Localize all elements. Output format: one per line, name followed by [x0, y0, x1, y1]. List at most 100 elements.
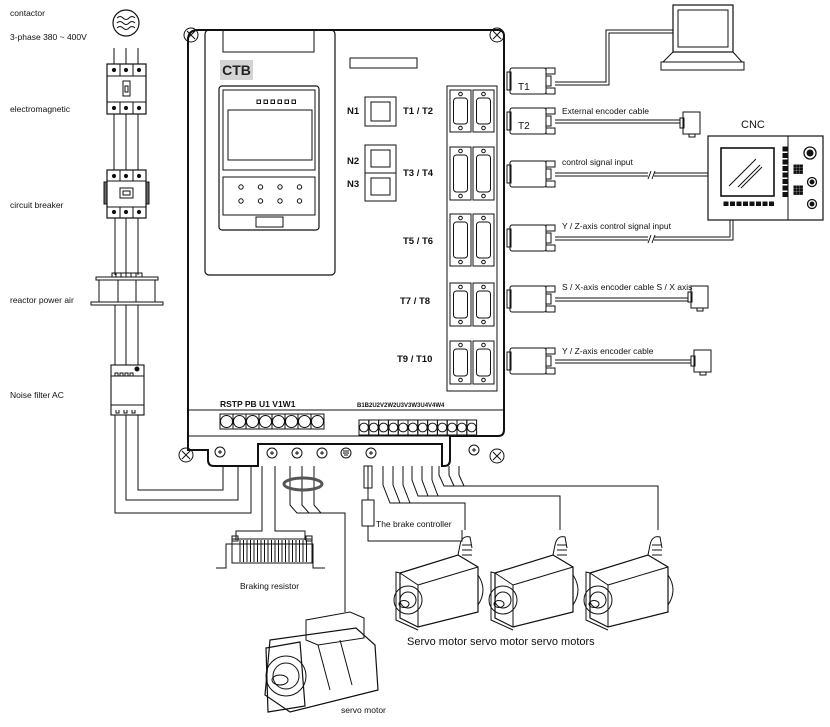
- terminal-slot: [436, 419, 448, 436]
- terminal-slot: [378, 419, 389, 436]
- cnc-bottom-key: [749, 201, 755, 206]
- cnc-side-key: [782, 172, 788, 178]
- terminal-slot: [284, 413, 299, 430]
- circuit-breaker-icon: [103, 169, 150, 219]
- brake-controller-label: The brake controller: [376, 519, 452, 529]
- main-terminal-block: [219, 413, 325, 430]
- ac-source-icon: [112, 9, 140, 37]
- main-terminal-label: RSTP PB U1 V1W1: [220, 399, 296, 409]
- cnc-bottom-key: [743, 201, 748, 206]
- braking-resistor-label: Braking resistor: [240, 581, 300, 591]
- cnc-keypad-dot: [793, 164, 797, 168]
- axis-servo-motors: [393, 536, 674, 631]
- electromagnetic-contactor-icon: [106, 63, 147, 115]
- cnc-side-key: [782, 179, 788, 184]
- terminal-slot: [368, 419, 380, 436]
- terminal-slot: [258, 413, 273, 430]
- cnc-side-key: [782, 185, 788, 191]
- port-n2-label: N2: [347, 156, 360, 167]
- status-led: [263, 99, 268, 104]
- keypad-button: [257, 198, 264, 204]
- wires-breaker-to-reactor: [114, 218, 139, 275]
- cnc-label: CNC: [741, 119, 765, 131]
- port-t7-t8-label: T7 / T8: [400, 296, 431, 307]
- terminal-slot: [271, 413, 286, 430]
- port-t5-t6-label: T5 / T6: [403, 236, 434, 247]
- db-port: [449, 213, 472, 267]
- status-led: [284, 99, 289, 104]
- terminal-slot: [232, 413, 247, 430]
- status-led: [291, 99, 296, 104]
- keypad-button: [238, 184, 244, 190]
- wires-reactor-to-filter: [114, 305, 139, 365]
- cnc-keypad-dot: [799, 170, 803, 174]
- db-plug: [506, 107, 680, 135]
- cnc-side-key: [782, 153, 788, 158]
- electromagnetic-label: electromagnetic: [10, 104, 71, 114]
- cnc-keypad-dot: [796, 170, 800, 174]
- servo-motors-label: Servo motor servo motor servo motors: [407, 636, 595, 648]
- terminal-slot: [407, 419, 419, 436]
- status-led: [277, 99, 282, 104]
- cnc-keypad-dot: [796, 167, 800, 171]
- cnc-keypad-dot: [796, 188, 800, 192]
- servo-drive-body: [187, 29, 505, 467]
- reactor-icon: [90, 272, 164, 306]
- status-led: [256, 99, 261, 104]
- ground-terminals: [214, 444, 480, 459]
- keypad-button: [277, 198, 283, 204]
- db-connector-ports: [449, 89, 495, 385]
- cnc-keypad-dot: [793, 191, 797, 195]
- cnc-keypad-dot: [793, 167, 797, 171]
- cnc-keys: [723, 146, 803, 206]
- brand-label: CTB: [220, 60, 253, 80]
- servo-motor-label: servo motor: [341, 705, 386, 715]
- keypad-button: [296, 184, 303, 190]
- keypad-button: [238, 198, 244, 204]
- db-port: [449, 89, 472, 133]
- yz-encoder-cable-label: Y / Z-axis encoder cable: [562, 346, 654, 356]
- supply-voltage-label: 3-phase 380 ~ 400V: [10, 32, 87, 42]
- cnc-bottom-key: [736, 201, 742, 206]
- cnc-keypad-dot: [799, 191, 803, 195]
- cnc-bottom-key: [762, 201, 768, 206]
- terminal-slot: [297, 413, 312, 430]
- terminal-slot: [310, 413, 325, 430]
- cnc-controller-icon: [707, 135, 824, 221]
- cnc-keypad-dot: [793, 188, 797, 192]
- yz-control-signal-label: Y / Z-axis control signal input: [562, 221, 671, 231]
- reactor-label: reactor power air: [10, 295, 74, 305]
- axis-terminal-block: [358, 419, 478, 436]
- axis-servo-motor: [583, 536, 674, 631]
- db-plug: [506, 220, 734, 252]
- cnc-keypad-dot: [793, 170, 797, 174]
- output-wires: [235, 465, 659, 612]
- db-port: [472, 89, 495, 133]
- control-signal-input-label: control signal input: [562, 157, 633, 167]
- port-n3-label: N3: [347, 179, 360, 190]
- port-n1-label: N1: [347, 106, 360, 117]
- contactor-label: contactor: [10, 8, 45, 18]
- cnc-keypad-dot: [799, 185, 803, 189]
- port-t1-t2-label: T1 / T2: [403, 106, 434, 117]
- db-port: [472, 213, 495, 267]
- axis-servo-motor: [393, 536, 484, 631]
- axis-terminal-label: B1B2U2V2W2U3V3W3U4V4W4: [357, 403, 445, 409]
- terminal-slot: [417, 419, 429, 436]
- db-port: [472, 340, 495, 385]
- cnc-keypad-dot: [796, 191, 800, 195]
- db-plug: [506, 67, 556, 95]
- braking-resistor-icon: [216, 535, 325, 569]
- db-plug: [506, 160, 708, 188]
- wires-filter-to-drive: [114, 415, 252, 514]
- db-port: [472, 146, 495, 201]
- db-plug: [506, 285, 688, 313]
- terminal-slot: [245, 413, 260, 430]
- db-cable-plugs: [506, 67, 734, 375]
- cnc-bottom-key: [756, 201, 761, 206]
- terminal-slot: [358, 419, 370, 436]
- keypad-button: [277, 184, 283, 190]
- terminal-slot: [446, 419, 458, 436]
- terminal-slot: [387, 419, 399, 436]
- wires-contactor-to-breaker: [113, 114, 139, 170]
